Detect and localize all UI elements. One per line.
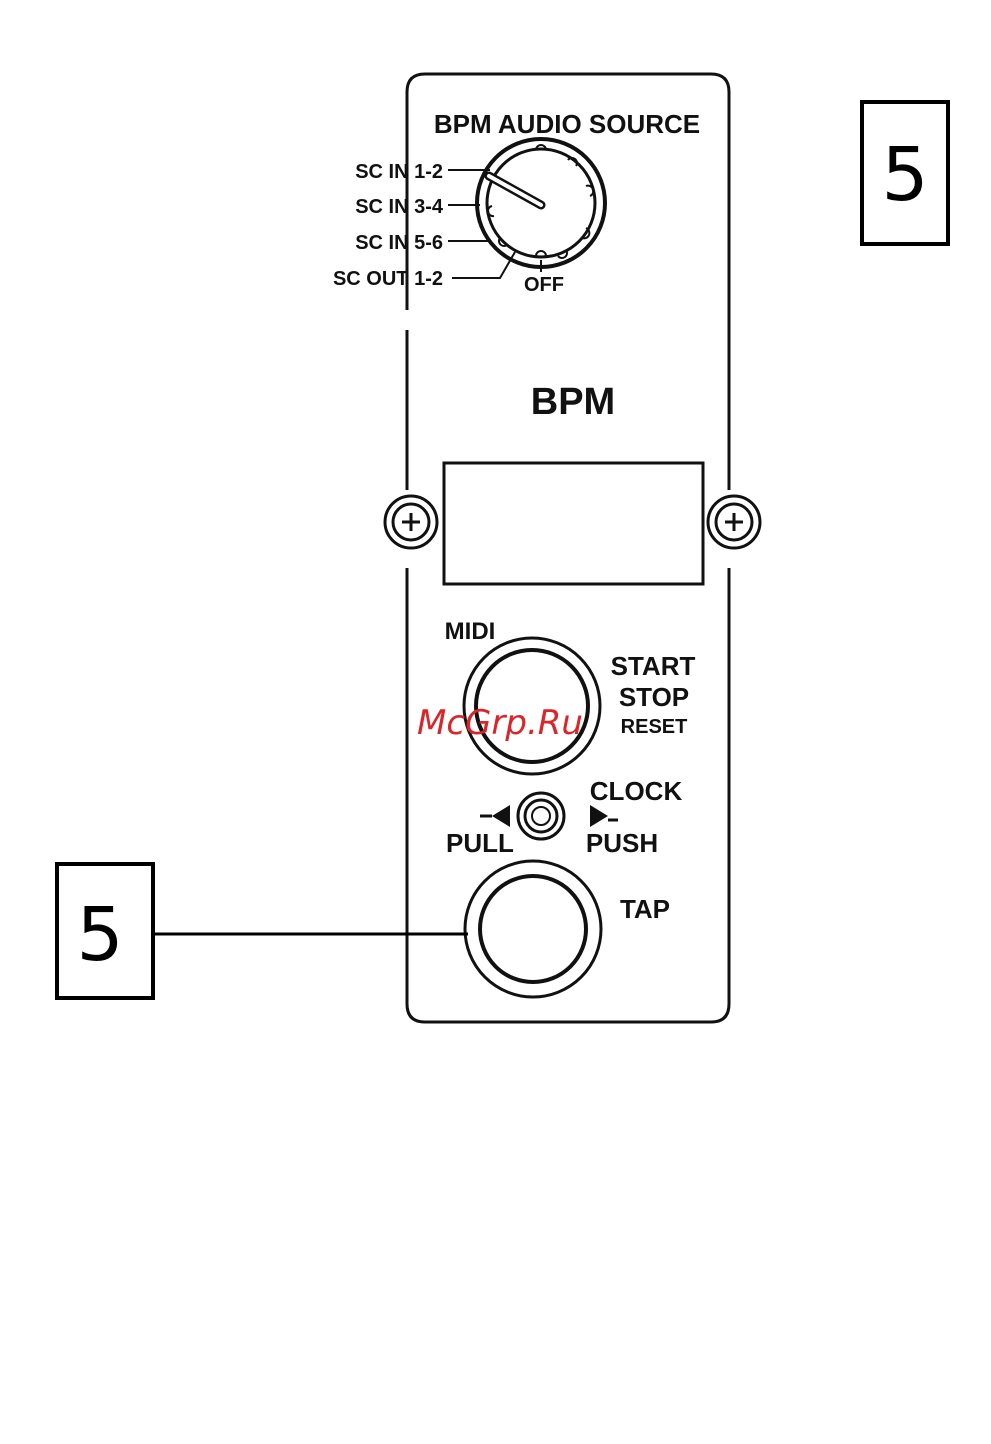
source-option-4: SC OUT 1-2 (333, 268, 443, 290)
source-option-3: SC IN 5-6 (355, 232, 443, 254)
pull-arrow-icon (480, 805, 510, 827)
start-label: START (611, 651, 696, 681)
midi-label: MIDI (445, 618, 496, 645)
bpm-display (444, 463, 703, 584)
pull-label: PULL (446, 828, 514, 858)
source-selector-knob[interactable] (477, 139, 605, 267)
tap-button[interactable] (465, 861, 601, 997)
stop-label: STOP (619, 682, 689, 712)
source-title: BPM AUDIO SOURCE (434, 109, 700, 139)
source-option-1: SC IN 1-2 (355, 161, 443, 183)
tap-label: TAP (620, 894, 670, 924)
callout-number-top-right: 5 (881, 132, 928, 218)
watermark: McGrp.Ru (417, 703, 583, 743)
callout-number-left: 5 (76, 892, 123, 978)
right-screw-icon (708, 496, 760, 548)
push-label: PUSH (586, 828, 658, 858)
source-option-2: SC IN 3-4 (355, 196, 444, 218)
reset-label: RESET (621, 716, 688, 738)
clock-pull-push-knob[interactable] (518, 793, 564, 839)
clock-label: CLOCK (590, 776, 683, 806)
left-screw-icon (385, 496, 437, 548)
push-arrow-icon (590, 805, 618, 827)
source-off-label: OFF (524, 274, 564, 296)
bpm-title: BPM (531, 381, 615, 423)
